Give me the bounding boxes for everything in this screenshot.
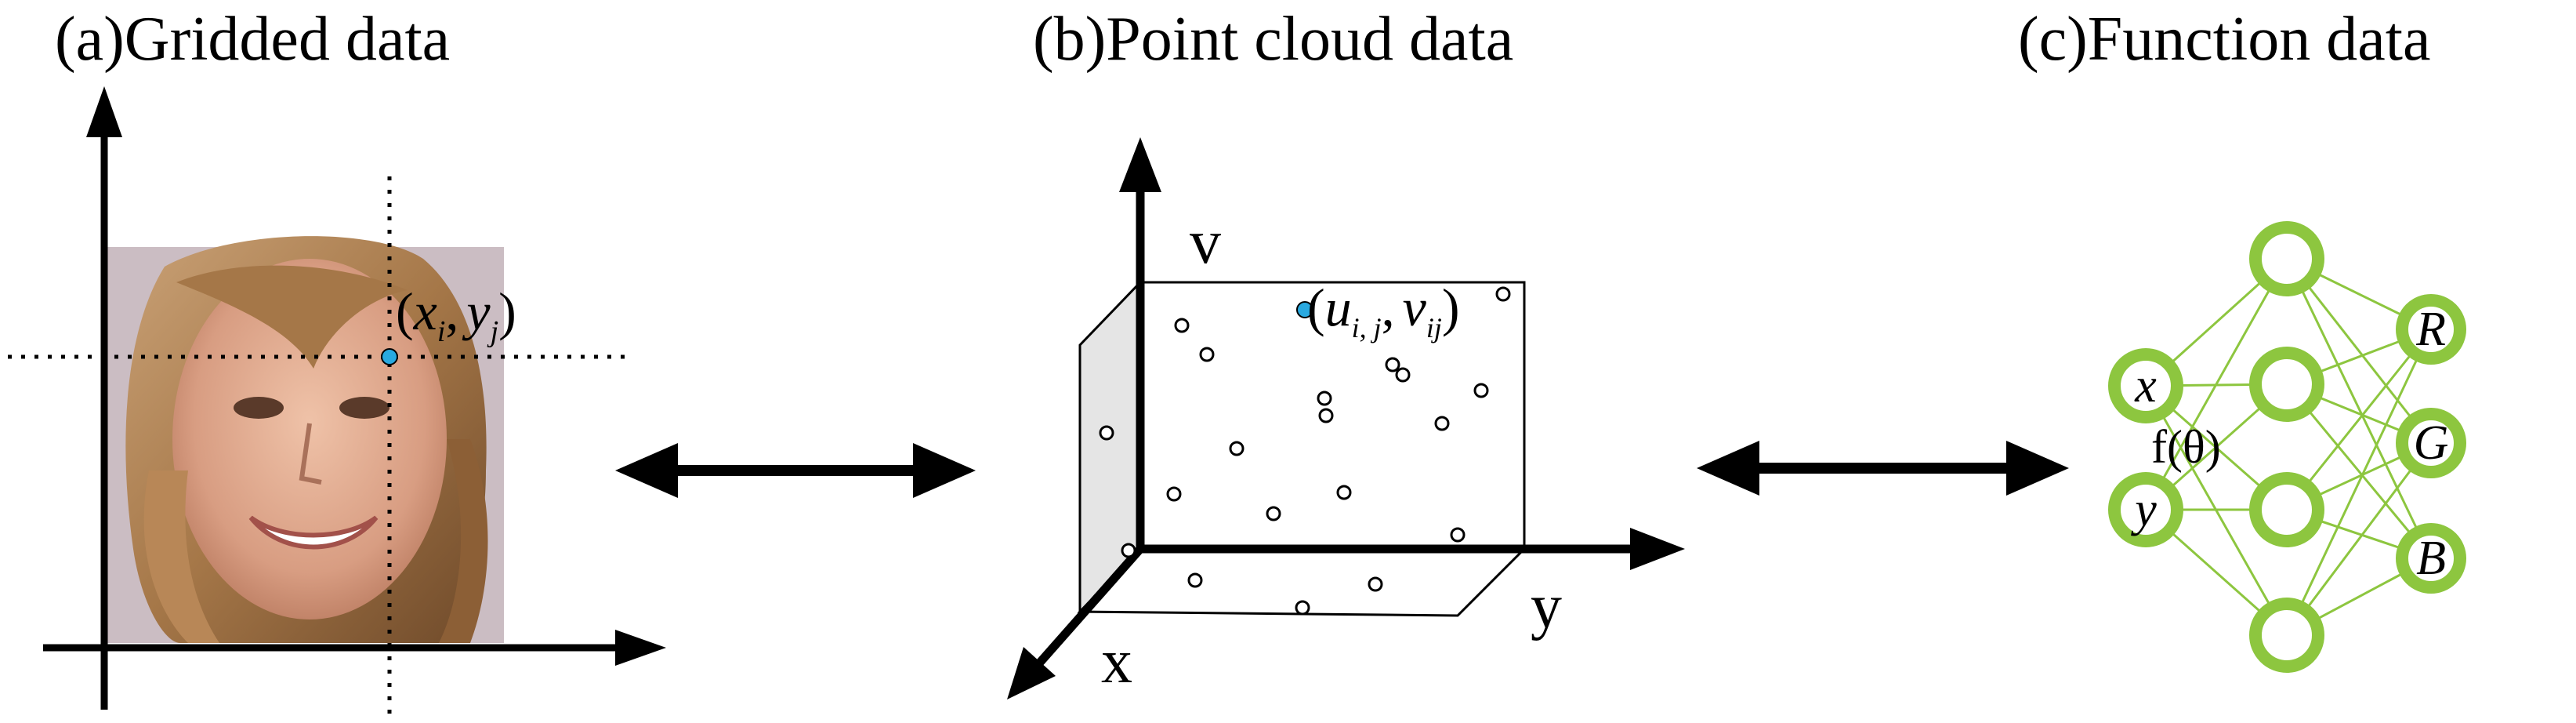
double-arrow-left (615, 443, 976, 498)
double-arrow-right (1697, 441, 2069, 496)
network-edge (2285, 258, 2433, 444)
panel-a-title: (a)Gridded data (55, 5, 450, 74)
panel-a-point-label: (xi,yj) (396, 282, 516, 348)
network-edge (2285, 383, 2433, 559)
cloud-point (1099, 425, 1114, 441)
panel-b-axes (1007, 137, 1685, 699)
cloud-point (1368, 576, 1383, 592)
hidden-node (2249, 347, 2324, 422)
network-edge (2285, 329, 2433, 510)
panel-point-cloud: (b)Point cloud data v y x (ui, j,vij) (1007, 5, 1685, 699)
cloud-point (1266, 506, 1281, 521)
cloud-point (1434, 416, 1450, 431)
network-function-label: f(θ) (2151, 421, 2221, 473)
point-cloud (1099, 286, 1511, 616)
input-node (2108, 348, 2183, 423)
panel-gridded-data: (a)Gridded data (xi,yj) (8, 5, 666, 718)
panel-c-title: (c)Function data (2018, 5, 2430, 74)
panel-b-title: (b)Point cloud data (1033, 5, 1513, 74)
axis-x-label: x (1101, 627, 1132, 696)
hidden-node (2249, 472, 2324, 547)
cloud-point (1199, 347, 1215, 362)
face-photo (104, 236, 504, 643)
network-edge (2144, 258, 2288, 510)
output-node (2396, 294, 2466, 365)
cloud-point (1495, 286, 1511, 302)
output-node-label: G (2414, 416, 2449, 470)
cloud-point (1187, 572, 1203, 588)
panel-b-point-label: (ui, j,vij) (1307, 278, 1460, 343)
cloud-point (1450, 527, 1466, 543)
network-edge (2285, 258, 2433, 559)
input-node (2108, 472, 2183, 547)
input-node-label: x (2134, 359, 2157, 412)
output-node-label: R (2415, 303, 2446, 356)
cloud-point (1395, 367, 1411, 383)
hidden-node (2249, 221, 2324, 296)
cloud-point (1229, 441, 1245, 456)
output-node-label: B (2416, 532, 2446, 585)
cloud-point (1317, 391, 1332, 406)
cloud-point (1318, 408, 1334, 423)
input-node-label: y (2130, 483, 2157, 536)
axis-v-label: v (1190, 208, 1221, 277)
output-node (2396, 408, 2466, 478)
cloud-point (1336, 485, 1352, 500)
axis-y-label: y (1531, 572, 1562, 641)
output-node (2396, 523, 2466, 594)
highlight-cloud-point (1296, 301, 1313, 318)
hidden-node (2249, 598, 2324, 673)
cloud-point (1166, 486, 1182, 502)
cloud-point (1295, 600, 1310, 616)
network-edge (2285, 442, 2433, 636)
panel-a-axes (43, 86, 666, 710)
network-edge (2285, 329, 2433, 636)
cloud-point (1174, 318, 1190, 333)
panel-function-data: (c)Function data x y R G B f(θ) (2018, 5, 2466, 673)
highlight-grid-point (381, 348, 398, 365)
network-nodes: x y R G B (2108, 221, 2466, 673)
cloud-point (1473, 383, 1489, 398)
cloud-point (1121, 543, 1136, 558)
cloud-point (1385, 357, 1400, 372)
